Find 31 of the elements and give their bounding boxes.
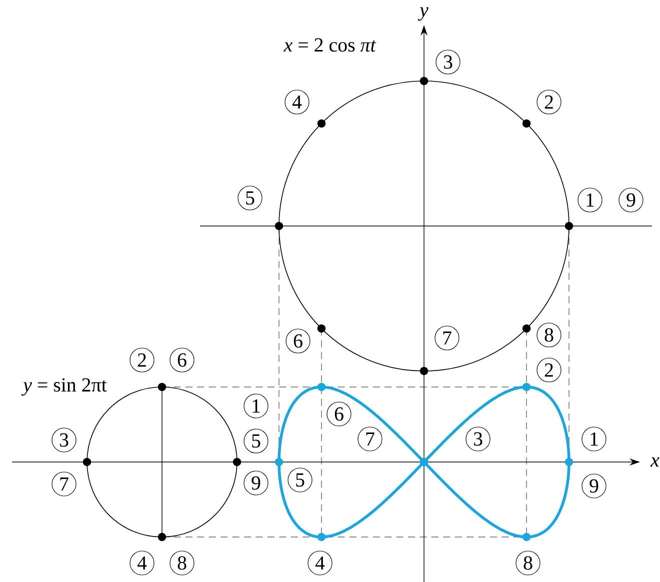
callout-number: 9 <box>582 474 606 498</box>
callout-number: 6 <box>326 402 352 426</box>
callout-number: 8 <box>516 550 540 576</box>
callout-number: 3 <box>436 50 460 74</box>
callout-number: 4 <box>130 550 154 576</box>
callout-number: 6 <box>170 348 194 372</box>
callout-number: 4 <box>308 550 332 576</box>
callout-number: 3 <box>466 426 490 452</box>
callout-number: 9 <box>618 188 644 212</box>
callout-number: 1 <box>578 188 602 212</box>
callout-number: 1 <box>582 426 606 452</box>
callout-number: 6 <box>286 328 310 354</box>
equation-label: y = sin 2πt <box>21 378 107 396</box>
callout-number: 8 <box>170 550 194 576</box>
axis-label: y <box>418 7 428 21</box>
callout-number: 7 <box>358 426 382 452</box>
axis-label: x <box>650 457 660 467</box>
callout-number: 1 <box>244 394 268 418</box>
callout-number: 3 <box>52 428 76 452</box>
callout-number: 5 <box>244 428 268 454</box>
callout-number: 5 <box>288 468 312 492</box>
callout-number: 8 <box>536 322 562 348</box>
callout-number: 7 <box>52 472 76 496</box>
callout-number: 9 <box>244 470 268 496</box>
callout-number: 2 <box>536 358 562 382</box>
callout-number: 2 <box>536 90 562 114</box>
callout-number: 5 <box>238 186 262 210</box>
equation-label: x = 2 cos πt <box>284 38 376 52</box>
callout-number: 4 <box>284 90 310 114</box>
callout-number: 2 <box>130 348 154 372</box>
callout-number: 7 <box>434 326 460 350</box>
